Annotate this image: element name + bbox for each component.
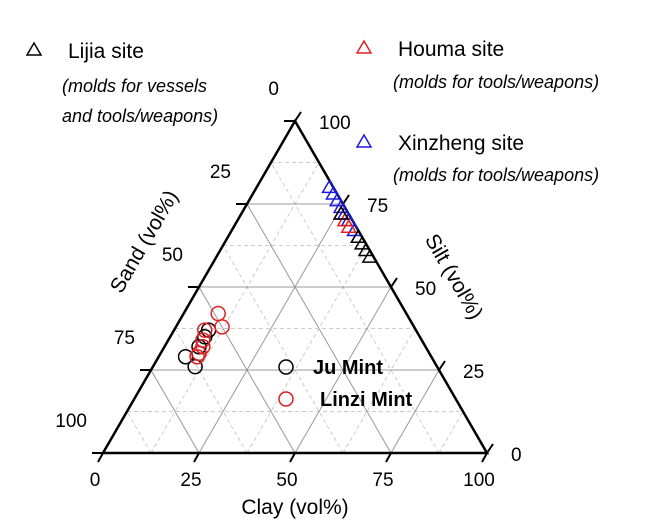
- clay-axis-label: Clay (vol%): [241, 496, 348, 519]
- data-point-linzi-mint: [189, 348, 205, 365]
- tick-label-sand: 100: [55, 411, 87, 432]
- tick-label-clay: 100: [463, 470, 495, 491]
- tick-clay: [385, 452, 392, 463]
- legend-marker-linzi: [278, 391, 294, 407]
- tick-label-silt: 50: [415, 279, 436, 300]
- data-point-lijia-site: [361, 248, 379, 263]
- legend-marker-ju: [278, 359, 294, 375]
- data-point-linzi-mint: [214, 319, 230, 335]
- data-point-houma-site: [340, 218, 358, 233]
- grid-line-sand: [174, 328, 248, 454]
- tick-silt: [342, 194, 350, 205]
- legend-marker-houma: [355, 39, 373, 54]
- legend-marker-xinzheng: [355, 133, 373, 148]
- tick-label-silt: 100: [319, 113, 351, 134]
- grid-line-sand: [198, 286, 296, 454]
- grid-line-sand: [126, 411, 152, 454]
- legend-note-xinzheng: (molds for tools/weapons): [393, 165, 599, 185]
- sand-axis-label: Sand (vol%): [106, 186, 183, 297]
- data-point-lijia-site: [332, 205, 350, 220]
- grid-line-clay: [342, 328, 416, 454]
- tick-label-silt: 0: [511, 445, 522, 466]
- legend-label-linzi: Linzi Mint: [320, 389, 413, 411]
- tick-silt: [294, 111, 302, 122]
- tick-silt: [486, 443, 494, 454]
- grid-line-clay: [246, 245, 368, 454]
- silt-axis-label: Silt (vol%): [420, 230, 487, 323]
- tick-label-silt: 75: [367, 196, 388, 217]
- ticks: [92, 111, 494, 463]
- data-point-linzi-mint: [197, 322, 213, 338]
- grid-line-clay: [294, 286, 392, 454]
- grid-line-sand: [222, 245, 344, 454]
- legend-note-lijia-1: (molds for vessels: [62, 76, 207, 96]
- tick-clay: [97, 452, 104, 463]
- tick-label-sand: 0: [268, 79, 279, 100]
- legend-marker-lijia: [25, 41, 43, 56]
- tick-clay: [193, 452, 200, 463]
- tick-labels: 0 0 0 25 25 25 50 50 50 75 75 75 100 100 100: [55, 79, 521, 491]
- tick-label-sand: 50: [162, 245, 183, 266]
- tick-label-clay: 75: [372, 470, 393, 491]
- grid: [126, 162, 464, 454]
- tick-clay: [481, 452, 488, 463]
- legend-note-houma: (molds for tools/weapons): [393, 72, 599, 92]
- grid-line-clay: [438, 411, 464, 454]
- tick-label-sand: 75: [114, 328, 135, 349]
- tick-label-clay: 0: [90, 470, 101, 491]
- tick-label-clay: 50: [276, 470, 297, 491]
- data-points: [177, 178, 379, 375]
- legend-label-xinzheng: Xinzheng site: [398, 132, 524, 155]
- tick-label-clay: 25: [180, 470, 201, 491]
- data-point-linzi-mint: [210, 305, 226, 322]
- tick-clay: [289, 452, 296, 463]
- data-point-linzi-mint: [191, 345, 207, 362]
- legend-label-houma: Houma site: [398, 38, 504, 61]
- legend-label-lijia: Lijia site: [68, 40, 144, 63]
- grid-line-sand: [150, 369, 200, 454]
- tick-label-silt: 25: [463, 362, 484, 383]
- legend-note-lijia-2: and tools/weapons): [62, 106, 218, 126]
- tick-silt: [438, 360, 446, 371]
- tick-silt: [390, 277, 398, 288]
- grid-line-clay: [390, 369, 440, 454]
- legend-label-ju: Ju Mint: [313, 357, 383, 379]
- tick-label-sand: 25: [210, 162, 231, 183]
